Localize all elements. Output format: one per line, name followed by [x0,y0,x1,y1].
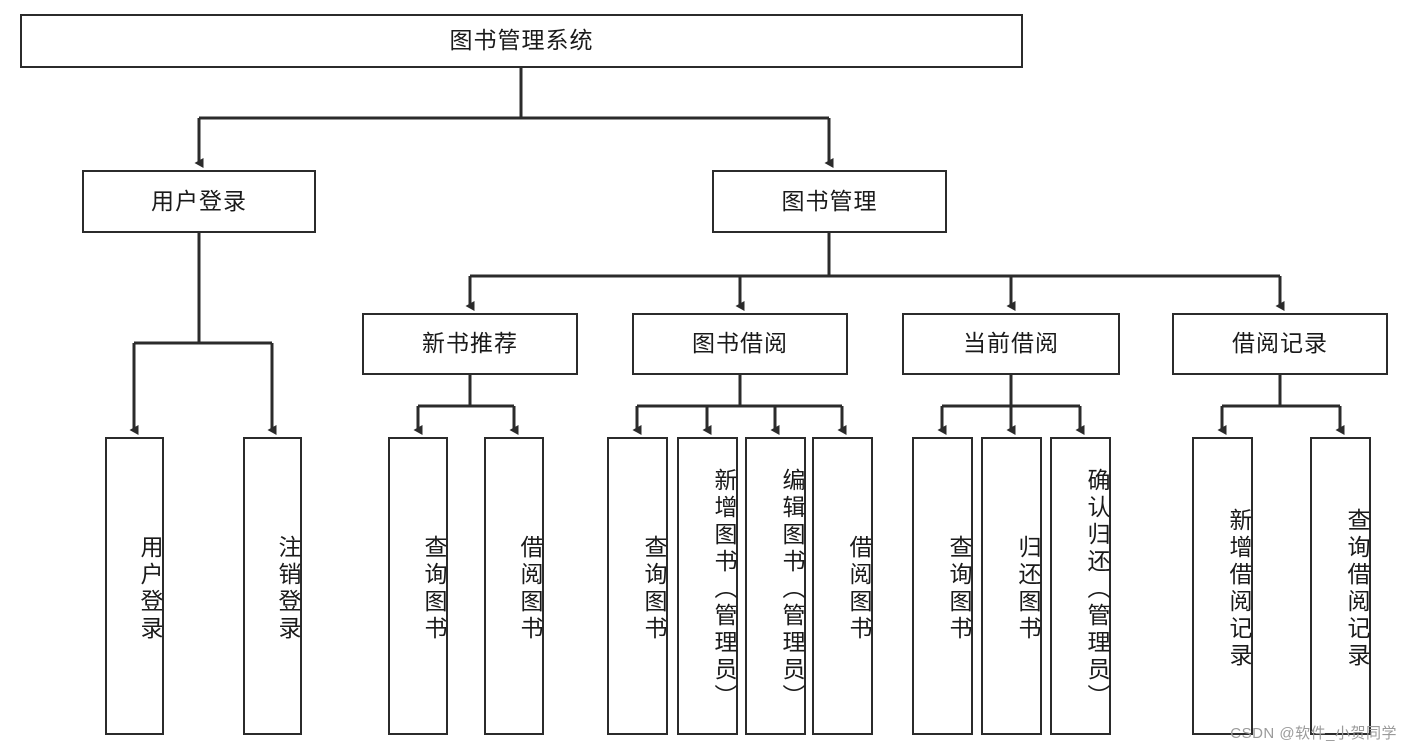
leaf-book-borrow-edit-admin[interactable]: 编辑图书（管理员） [745,437,806,735]
node-user-login[interactable]: 用户登录 [82,170,316,233]
leaf-user-login-logout[interactable]: 注销登录 [243,437,302,735]
node-label: 借阅图书 [517,535,543,643]
leaf-book-borrow-add-admin[interactable]: 新增图书（管理员） [677,437,738,735]
node-borrow-record[interactable]: 借阅记录 [1172,313,1388,375]
node-root-book-management-system[interactable]: 图书管理系统 [20,14,1023,68]
leaf-current-borrow-confirm-admin[interactable]: 确认归还（管理员） [1050,437,1111,735]
node-label: 借阅记录 [1232,330,1328,357]
node-label: 图书管理系统 [449,27,594,54]
node-label: 新增借阅记录 [1226,508,1252,670]
node-label: 新增图书（管理员） [711,467,737,711]
leaf-new-book-borrow[interactable]: 借阅图书 [484,437,544,735]
node-label: 用户登录 [151,187,247,214]
node-label: 当前借阅 [963,330,1059,357]
leaf-new-book-query[interactable]: 查询图书 [388,437,448,735]
node-new-book-recommend[interactable]: 新书推荐 [362,313,578,375]
node-label: 新书推荐 [422,330,518,357]
node-label: 图书借阅 [692,330,788,357]
leaf-borrow-record-query[interactable]: 查询借阅记录 [1310,437,1371,735]
node-label: 查询图书 [421,535,447,643]
node-book-borrow[interactable]: 图书借阅 [632,313,848,375]
node-label: 确认归还（管理员） [1084,467,1110,711]
node-book-management[interactable]: 图书管理 [712,170,947,233]
watermark-csdn: CSDN @软件_小贺同学 [1230,725,1397,742]
leaf-user-login-login[interactable]: 用户登录 [105,437,164,735]
leaf-borrow-record-add[interactable]: 新增借阅记录 [1192,437,1253,735]
node-label: 用户登录 [137,535,163,643]
node-label: 编辑图书（管理员） [779,467,805,711]
node-label: 借阅图书 [846,535,872,643]
leaf-book-borrow-query[interactable]: 查询图书 [607,437,668,735]
leaf-current-borrow-query[interactable]: 查询图书 [912,437,973,735]
node-label: 图书管理 [781,187,878,214]
node-current-borrow[interactable]: 当前借阅 [902,313,1120,375]
node-label: 查询图书 [641,535,667,643]
node-label: 注销登录 [275,535,301,643]
node-label: 查询借阅记录 [1344,508,1370,670]
leaf-book-borrow-borrow[interactable]: 借阅图书 [812,437,873,735]
leaf-current-borrow-return[interactable]: 归还图书 [981,437,1042,735]
node-label: 查询图书 [946,535,972,643]
node-label: 归还图书 [1015,535,1041,643]
